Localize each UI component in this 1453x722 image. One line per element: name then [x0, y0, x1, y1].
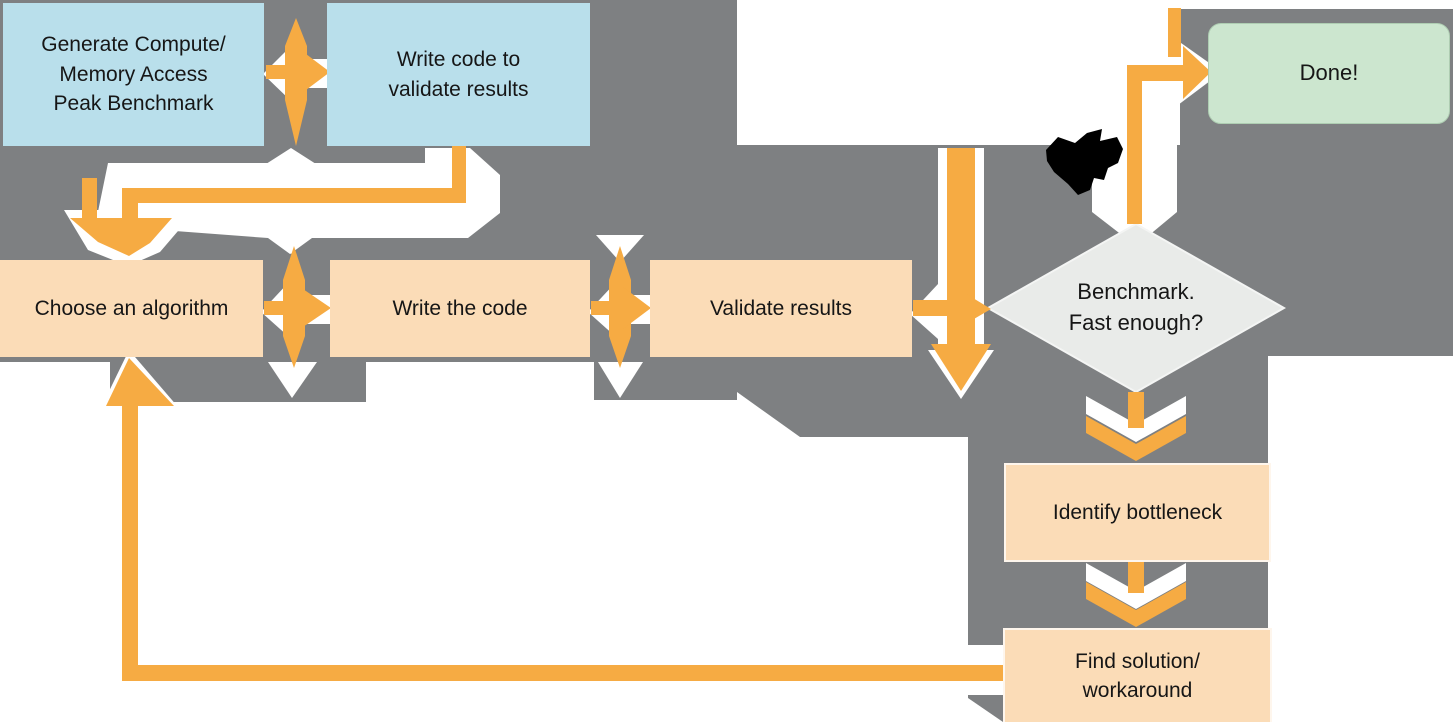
node-label-line: Fast enough? — [1068, 310, 1204, 335]
node-label-line: Write code to — [396, 48, 521, 72]
arrow-writevalidation-to-choose — [70, 146, 466, 256]
node-label: Choose an algorithm — [34, 296, 229, 320]
node-benchmark-decision-label: Benchmark. Fast enough? — [1036, 268, 1236, 348]
arrow-choose-to-writecode — [264, 246, 331, 368]
node-write-validation-code: Write code to validate results — [327, 3, 590, 146]
node-label-line: Memory Access — [59, 62, 208, 86]
arrow-identify-to-find — [1086, 559, 1186, 627]
node-choose-algorithm: Choose an algorithm — [0, 260, 263, 357]
node-label-line: validate results — [388, 77, 529, 101]
node-label-line: Generate Compute/ — [41, 33, 226, 57]
node-label: Identify bottleneck — [1052, 500, 1223, 524]
node-done: Done! — [1208, 23, 1450, 124]
node-generate-benchmark: Generate Compute/ Memory Access Peak Ben… — [3, 3, 264, 146]
arrow-decision-to-identify — [1086, 392, 1186, 461]
node-find-solution: Find solution/ workaround — [1003, 628, 1272, 722]
node-identify-bottleneck: Identify bottleneck — [1004, 463, 1271, 562]
arrow-find-to-choose-loop — [106, 358, 1003, 681]
arrow-validate-to-decision — [913, 284, 991, 333]
node-validate-results: Validate results — [650, 260, 912, 357]
pen-scribble-annotation — [1046, 129, 1123, 195]
arrow-decision-to-done — [1127, 8, 1211, 224]
arrow-generate-to-writevalidation — [266, 18, 330, 146]
arrow-writecode-to-validate — [591, 246, 651, 368]
node-label-line: workaround — [1082, 679, 1193, 702]
node-label: Done! — [1299, 60, 1359, 86]
node-label: Validate results — [709, 296, 853, 320]
node-label-line: Benchmark. — [1077, 279, 1195, 305]
node-label-line: Find solution/ — [1075, 649, 1200, 673]
node-label: Write the code — [392, 296, 528, 320]
node-write-code: Write the code — [330, 260, 590, 357]
node-label-line: Peak Benchmark — [53, 92, 214, 116]
orange-arrows — [70, 8, 1211, 681]
decision-diamond-shape — [985, 222, 1287, 394]
